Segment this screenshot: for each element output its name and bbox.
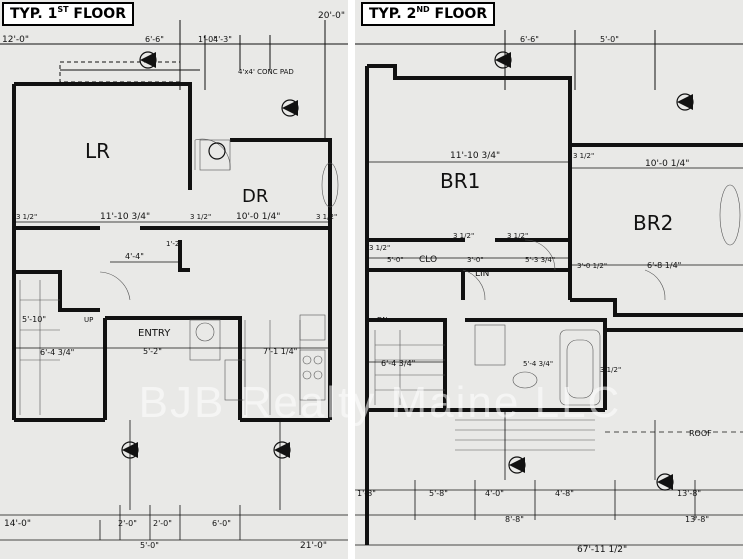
dim-stair-b: 6'-4 3/4" (40, 348, 74, 357)
dim2-clo: 5'-0" (387, 256, 404, 264)
dim-wall-b: 3 1/2" (190, 213, 211, 221)
dim-bot-c: 6'-0" (212, 519, 231, 528)
dim2-stair: 6'-4 3/4" (381, 359, 415, 368)
room-label-br1: BR1 (440, 169, 480, 193)
first-floor-panel: LR DR ENTRY 12'-0" 6'-6" 4'-3" 1'-0" 20'… (0, 0, 348, 559)
second-floor-drawing: BR1 BR2 CLO LIN DN ROOF 6'-6" 5'-0" 11'-… (355, 30, 743, 555)
first-floor-drawing: LR DR ENTRY 12'-0" 6'-6" 4'-3" 1'-0" 20'… (0, 11, 348, 551)
dim-bot-b: 2'-0" (153, 519, 172, 528)
dim2-br1-width: 11'-10 3/4" (450, 151, 500, 161)
dim-entry-w: 5'-2" (143, 347, 162, 356)
pad-note: 4'x4' CONC PAD (238, 68, 294, 76)
dim2-bot-c: 4'-8" (555, 489, 574, 498)
panel-divider (348, 0, 355, 559)
dim2-c2: 3'-0 1/2" (577, 262, 607, 270)
dim2-br2-width: 10'-0 1/4" (645, 159, 689, 169)
dim2-w4: 3 1/2" (573, 152, 594, 160)
dim-top-right: 20'-0" (318, 11, 345, 21)
dim2-bot-d: 13'-8" (677, 489, 701, 498)
roof-label: ROOF (689, 429, 712, 438)
dim2-lin: 3'-0" (467, 256, 484, 264)
dim2-c1: 5'-3 3/4" (525, 256, 555, 264)
dim-lr-width: 11'-10 3/4" (100, 212, 150, 222)
room-label-clo: CLO (419, 255, 437, 265)
first-floor-title: TYP. 1ST FLOOR (2, 2, 134, 26)
dim-small-a: 4'-4" (125, 252, 144, 261)
dim-top-a: 6'-6" (145, 35, 164, 44)
dim2-w5: 3 1/2" (600, 366, 621, 374)
dim-stair: 5'-10" (22, 315, 46, 324)
dim2-bath: 5'-4 3/4" (523, 360, 553, 368)
dim2-w1: 3 1/2" (369, 244, 390, 252)
dim-wall-c: 3 1/2" (316, 213, 337, 221)
dim2-top-a: 6'-6" (520, 35, 539, 44)
room-label-br2: BR2 (633, 211, 673, 235)
dim2-top-b: 5'-0" (600, 35, 619, 44)
dim-small-b: 1'-2" (166, 240, 183, 248)
room-label-lin: LIN (475, 269, 489, 279)
dim-wall-a: 3 1/2" (16, 213, 37, 221)
dim-top-b: 4'-3" (213, 35, 232, 44)
dn-label: DN (377, 316, 388, 324)
dim2-bot-f: 13'-8" (685, 515, 709, 524)
dim2-bot-left: 1'-8" (357, 489, 376, 498)
dim2-bot-b: 4'-0" (485, 489, 504, 498)
dim2-bot-total: 67'-11 1/2" (577, 545, 627, 555)
room-label-lr: LR (85, 139, 110, 163)
dim-dr-width: 10'-0 1/4" (236, 212, 280, 222)
room-label-dr: DR (242, 186, 268, 207)
up-label: UP (84, 316, 93, 324)
dim-kit: 7'-1 1/4" (263, 347, 297, 356)
dim-bot-d: 5'-0" (140, 541, 159, 550)
dim2-bot-e: 8'-8" (505, 515, 524, 524)
dim2-w3: 3 1/2" (507, 232, 528, 240)
dim-bot-left: 14'-0" (4, 519, 31, 529)
room-label-entry: ENTRY (138, 328, 171, 339)
dim2-w2: 3 1/2" (453, 232, 474, 240)
dim-bot-right: 21'-0" (300, 541, 327, 551)
dim2-c3: 6'-8 1/4" (647, 261, 681, 270)
second-floor-title: TYP. 2ND FLOOR (361, 2, 496, 26)
dim-top-left: 12'-0" (2, 35, 29, 45)
dim-top-c: 1'-0" (198, 35, 217, 44)
dim-bot-a: 2'-0" (118, 519, 137, 528)
dim2-bot-a: 5'-8" (429, 489, 448, 498)
second-floor-panel: BR1 BR2 CLO LIN DN ROOF 6'-6" 5'-0" 11'-… (355, 0, 743, 559)
